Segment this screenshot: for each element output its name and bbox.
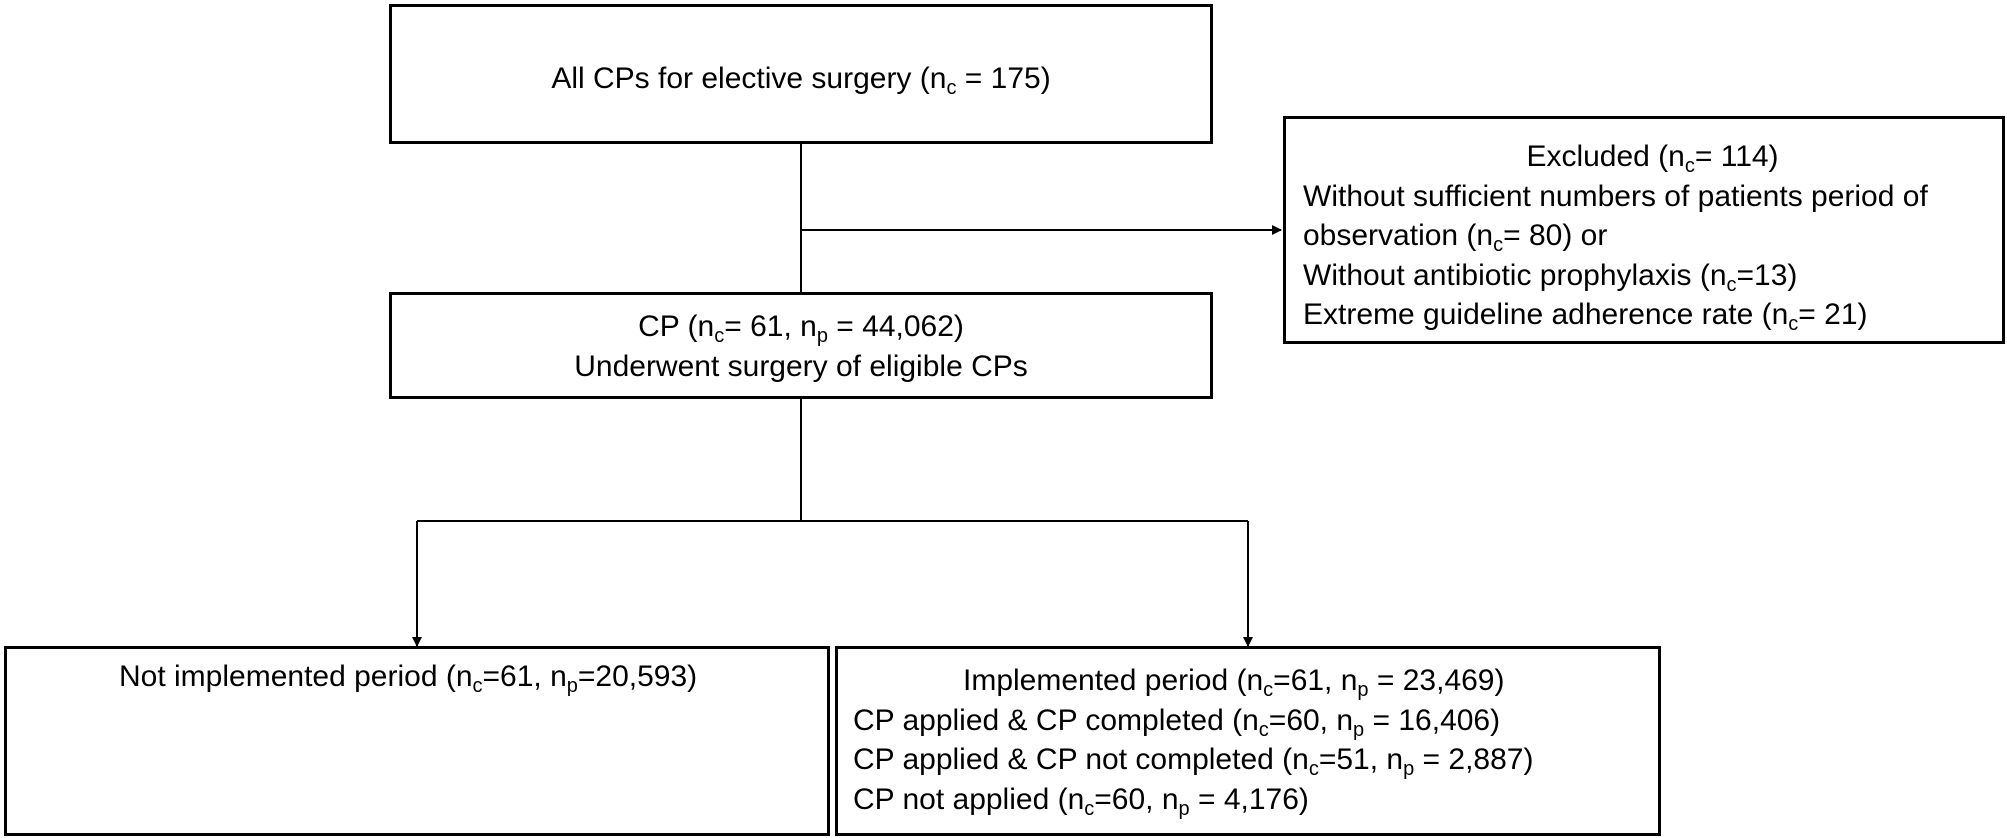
implemented-text: Implemented period (nc=61, np = 23,469)C…	[853, 661, 1658, 819]
box-cp-eligible: CP (nc= 61, np = 44,062)Underwent surger…	[389, 292, 1213, 399]
text-line: Implemented period (nc=61, np = 23,469)	[963, 664, 1505, 701]
text-line: Underwent surgery of eligible CPs	[574, 349, 1028, 383]
text-line: Excluded (nc= 114)	[1526, 140, 1779, 177]
text-line: observation (nc= 80) or	[1303, 219, 1608, 257]
text-line: CP (nc= 61, np = 44,062)	[638, 310, 964, 347]
text-line: CP applied & CP completed (nc=60, np = 1…	[853, 703, 1501, 741]
box-all-cps: All CPs for elective surgery (nc = 175)	[389, 4, 1213, 144]
text-line: Extreme guideline adherence rate (nc= 21…	[1303, 298, 1868, 336]
text-line: Not implemented period (nc=61, np=20,593…	[119, 660, 698, 697]
all-cps-text: All CPs for elective surgery (nc = 175)	[392, 59, 1210, 99]
box-implemented: Implemented period (nc=61, np = 23,469)C…	[835, 646, 1661, 836]
text-line: Without sufficient numbers of patients p…	[1303, 179, 1928, 213]
excluded-text: Excluded (nc= 114)Without sufficient num…	[1286, 137, 2002, 335]
box-not-implemented: Not implemented period (nc=61, np=20,593…	[4, 646, 830, 836]
text-line: Without antibiotic prophylaxis (nc=13)	[1303, 258, 1798, 296]
text-line: All CPs for elective surgery (nc = 175)	[551, 62, 1051, 99]
text-line: CP applied & CP not completed (nc=51, np…	[853, 743, 1534, 781]
not-implemented-text: Not implemented period (nc=61, np=20,593…	[119, 657, 827, 697]
cp-eligible-text: CP (nc= 61, np = 44,062)Underwent surger…	[392, 307, 1210, 386]
box-excluded: Excluded (nc= 114)Without sufficient num…	[1283, 116, 2005, 344]
text-line: CP not applied (nc=60, np = 4,176)	[853, 782, 1309, 820]
